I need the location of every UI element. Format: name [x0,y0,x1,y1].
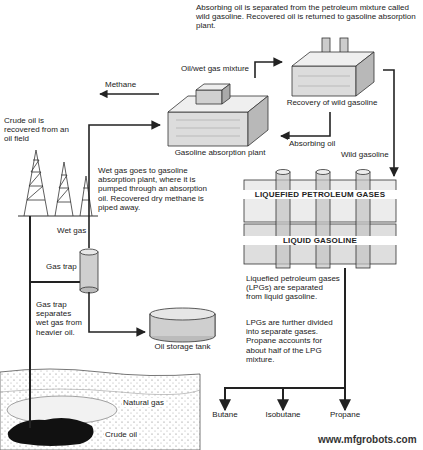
node-label: Gasoline absorption plant [160,148,280,157]
recovery-building [292,38,374,96]
plant-building: Gasoline absorption plant [160,78,281,162]
pipe-connector [89,292,145,332]
node-label: Butane [205,410,245,419]
gas-trap-cylinder [80,249,98,293]
product-gas: Propane [320,410,371,422]
node-label: Oil storage tank [145,342,220,351]
node-label: LIQUID GASOLINE [240,236,400,245]
pipe-connector [255,62,282,78]
pipe-connector [344,268,346,410]
product-gas: Butane [205,410,246,422]
edge-label: Oil/wet gas mixture [180,64,250,73]
node-label: Isobutane [258,410,308,419]
pipe-connector [383,70,394,176]
flow-label: Methane [104,80,137,89]
note: Gas trap separates wet gas from heavier … [36,300,84,337]
note: Absorbing oil is separated from the petr… [196,3,418,31]
note: Crude oil is recovered from an oil field [4,116,76,144]
oil-storage-tank [150,308,215,342]
pipe-connector [281,112,330,136]
note: LPGs are further divided into separate g… [246,318,338,364]
product-gas: Isobutane [258,410,309,422]
watermark: www.mfgrobots.com [318,434,417,446]
note: Wet gas goes to gasoline absorption plan… [98,166,208,212]
pipe-connector [225,268,345,410]
methane-pipe [100,93,159,94]
absorption-plant-building [168,84,268,146]
ground-label: Crude oil [104,430,138,439]
separator-tank: LIQUEFIED PETROLEUM GASES LIQUID GASOLINE [240,176,401,268]
edge-label: Wet gas [56,226,87,235]
separator-tanks [244,170,396,269]
gas-trap: Gas trap [46,248,100,292]
edge-label: Wild gasoline [340,150,390,159]
storage-tank: Oil storage tank [145,305,221,355]
ground-label: Natural gas [122,398,165,407]
note: Liquefied petroleum gases (LPGs) are sep… [246,274,340,302]
edge-label: Absorbing oil [288,139,336,148]
node-label: Recovery of wild gasoline [282,98,382,107]
oil-derrick [18,150,98,216]
node-label: Gas trap [46,262,77,271]
plant-building: Recovery of wild gasoline [282,36,383,112]
node-label: Propane [320,410,370,419]
node-label: LIQUEFIED PETROLEUM GASES [240,190,400,199]
